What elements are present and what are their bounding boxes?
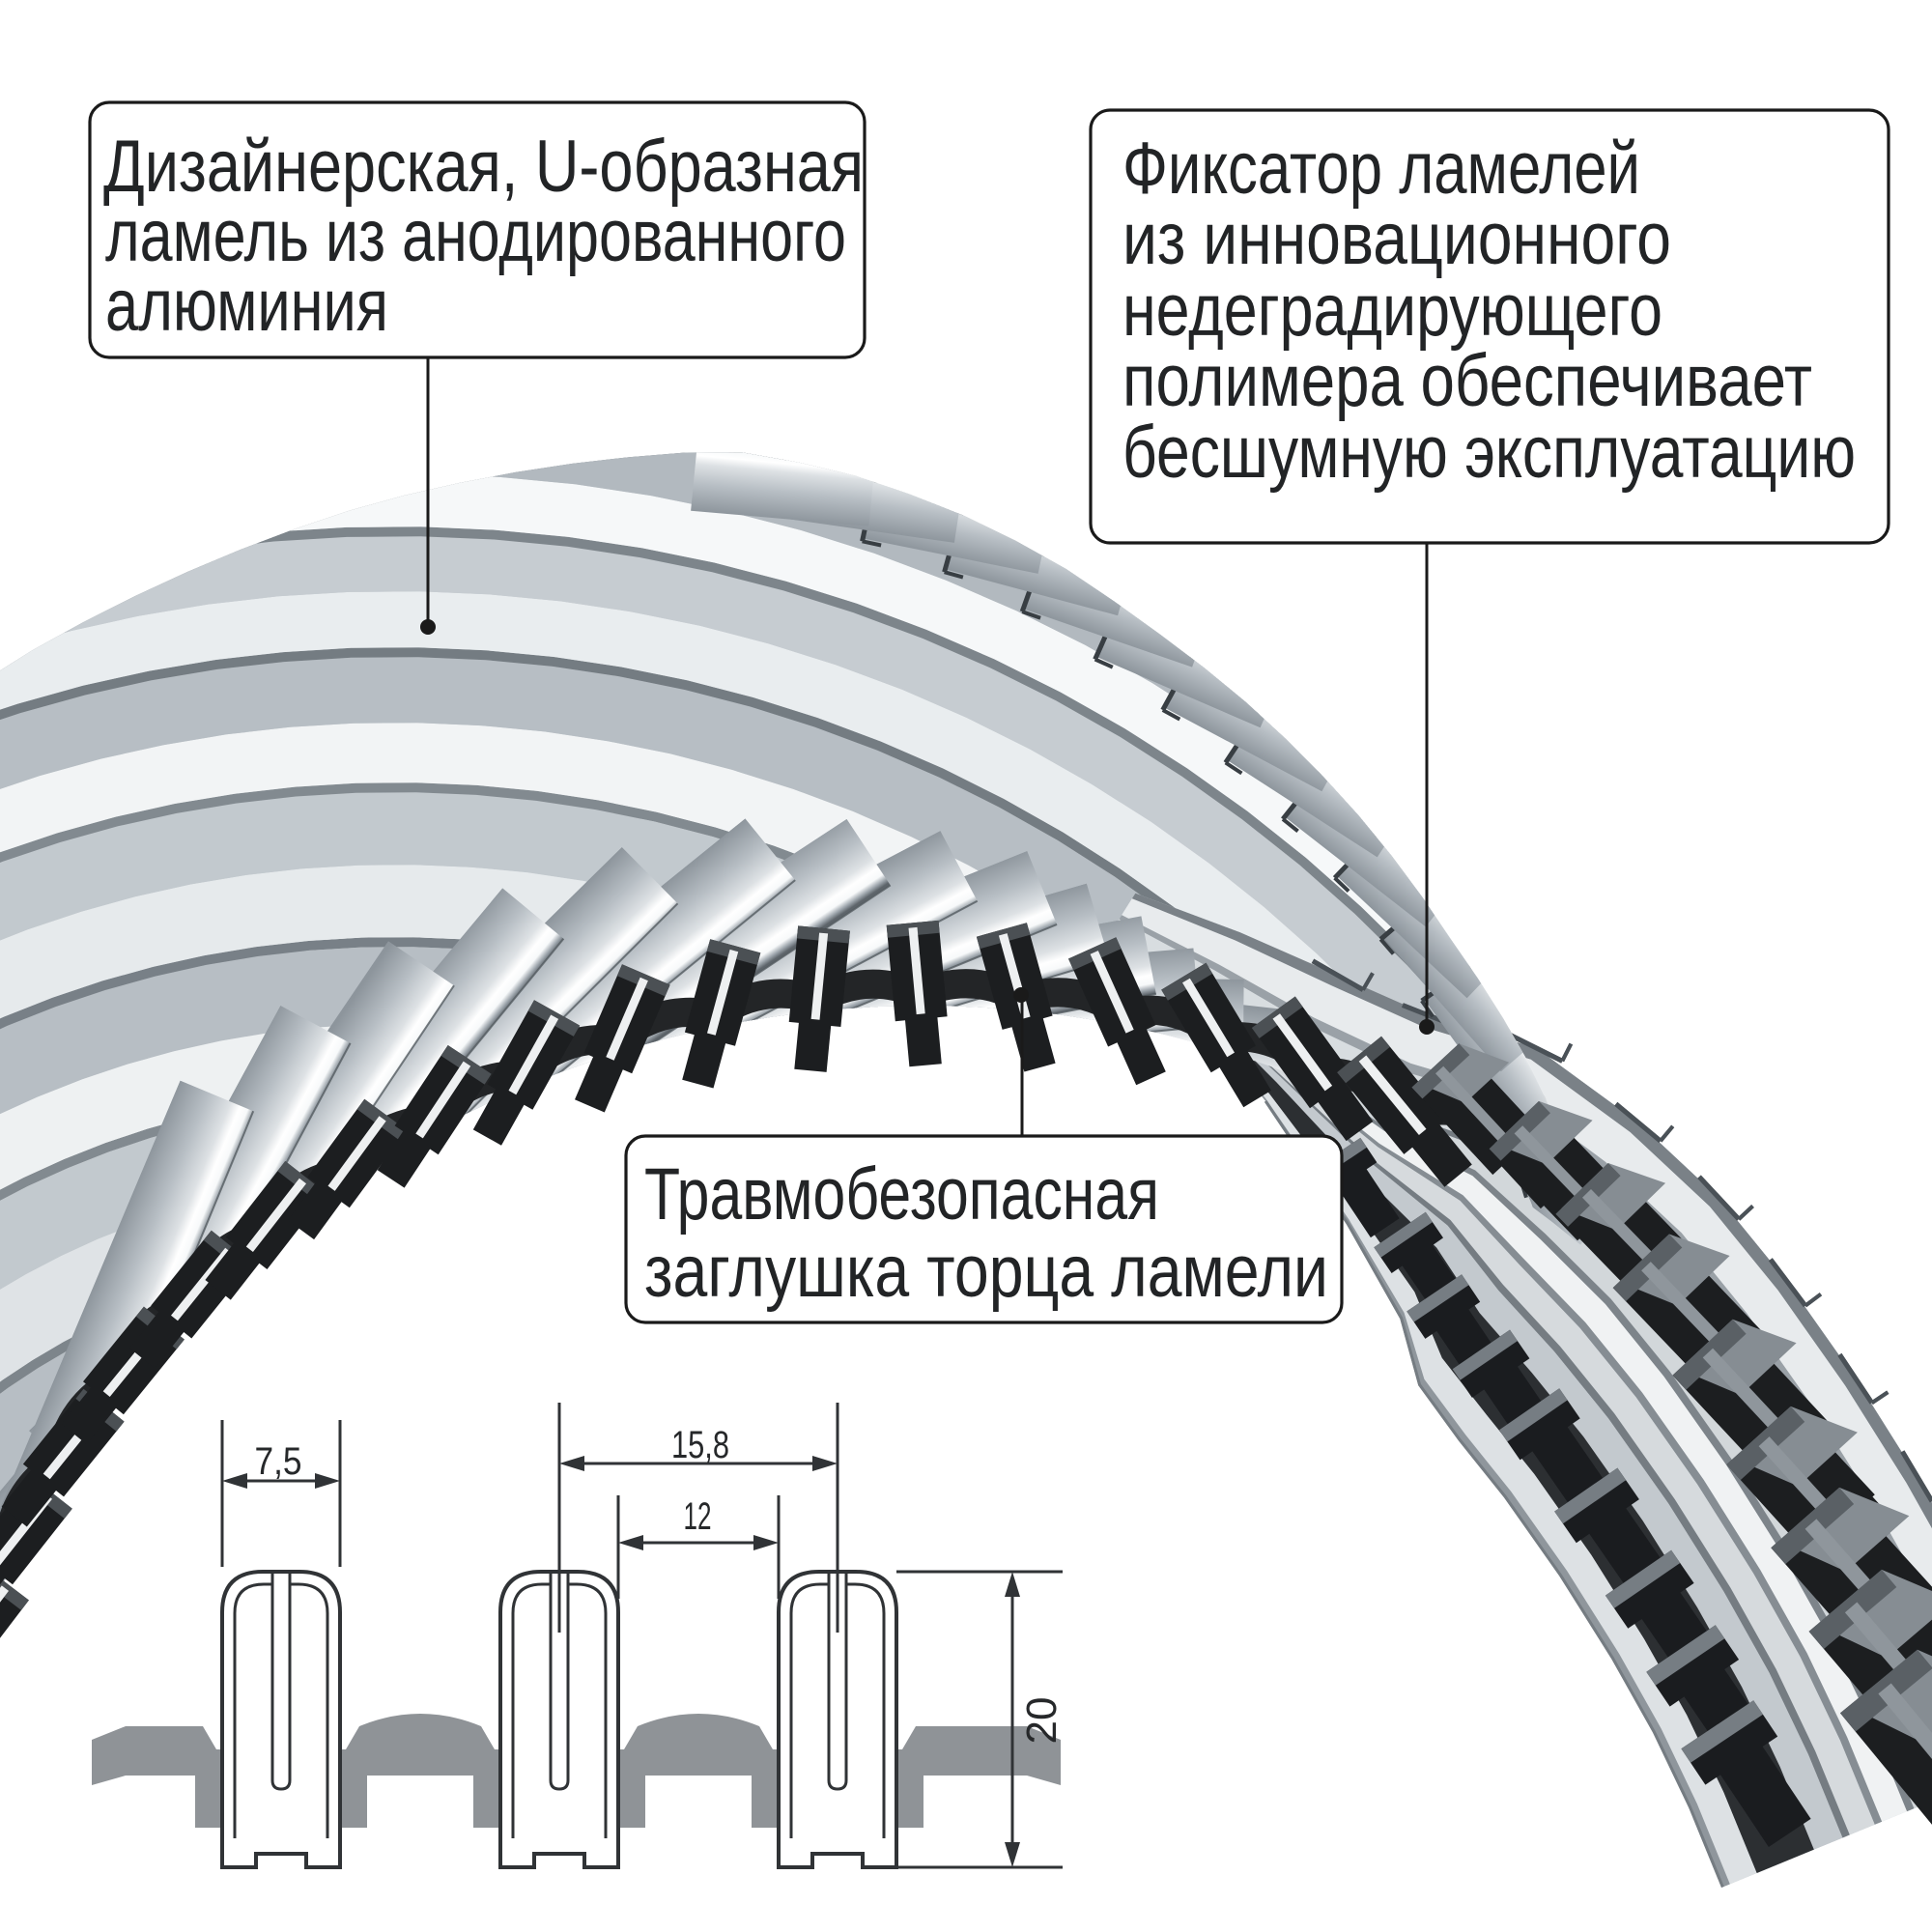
- svg-text:алюминия: алюминия: [105, 265, 388, 347]
- svg-text:ламель из анодированного: ламель из анодированного: [105, 195, 846, 277]
- svg-text:15,8: 15,8: [671, 1424, 729, 1466]
- svg-text:из инновационного: из инновационного: [1122, 198, 1671, 280]
- svg-text:Травмобезопасная: Травмобезопасная: [644, 1153, 1159, 1236]
- svg-text:заглушка торца ламели: заглушка торца ламели: [644, 1231, 1328, 1313]
- svg-text:20: 20: [1018, 1697, 1065, 1745]
- svg-text:12: 12: [684, 1495, 712, 1538]
- svg-text:полимера обеспечивает: полимера обеспечивает: [1122, 340, 1812, 422]
- svg-text:недеградирующего: недеградирующего: [1122, 270, 1662, 352]
- svg-text:Фиксатор ламелей: Фиксатор ламелей: [1122, 128, 1640, 210]
- svg-text:7,5: 7,5: [255, 1440, 302, 1483]
- svg-text:бесшумную эксплуатацию: бесшумную эксплуатацию: [1122, 412, 1856, 494]
- svg-text:Дизайнерская, U-образная: Дизайнерская, U-образная: [103, 126, 864, 208]
